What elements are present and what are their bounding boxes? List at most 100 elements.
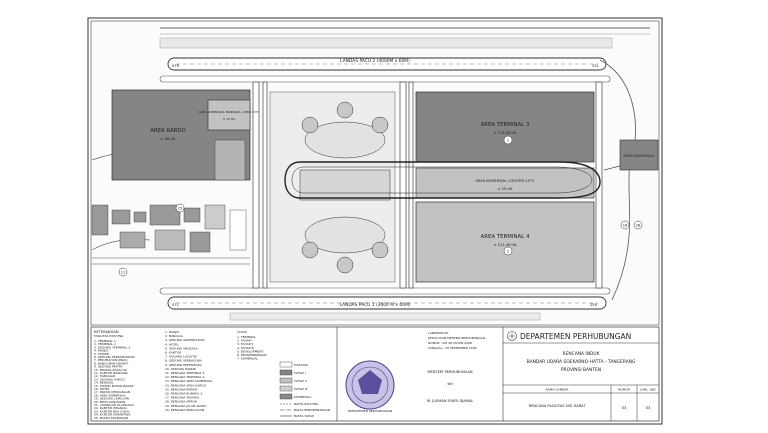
decree-line-2: KEPUTUSAN MENTERI PERHUBUNGAN <box>428 336 485 340</box>
col-header-jumlah: JUML. LBR <box>639 388 655 392</box>
north-runway-label: LANDAS PACU 2 (4000M x 60M) <box>340 58 410 64</box>
decree-line-4: TANGGAL : 26 SEPTEMBER 2008 <box>427 346 477 350</box>
province-name: PROVINSI BANTEN <box>561 367 601 373</box>
legend-item: 4. HOTEL <box>165 342 179 346</box>
svg-text:BATAS TAHAP: BATAS TAHAP <box>294 414 314 418</box>
legend-item: 3. TAHAP II <box>237 342 253 346</box>
legend-lines: BATAS EXISTING BATAS PENGEMBANGAN BATAS … <box>280 402 330 418</box>
area-terminal-3-label: AREA TERMINAL 3 <box>481 122 530 128</box>
runway-threshold-25R: 25R <box>590 303 598 307</box>
legend-item: 13. RENCANA AREA KOMERSIAL <box>165 379 213 383</box>
signature-ttd: ttd <box>447 382 452 386</box>
legend-item: 8. BANGUNAN GENSET <box>94 361 128 365</box>
legend-item: 6. KANTOR <box>165 351 181 355</box>
area-aero-city <box>207 99 251 131</box>
drawing-number: 03 <box>622 406 627 410</box>
seal-text: DEPARTEMEN PERHUBUNGAN <box>348 409 393 413</box>
legend-item: 11. KANTOR BANDARA <box>94 371 129 375</box>
svg-text:2: 2 <box>507 250 509 254</box>
minister-title: MENTERI PERHUBUNGAN <box>427 370 473 374</box>
legend-item: 9. GEDUNG PERTEMUAN <box>165 363 201 367</box>
legend-item: 18. RENCANA APRON <box>165 400 197 404</box>
col-header-nama-gambar: NAMA GAMBAR <box>545 388 568 392</box>
svg-text:1: 1 <box>507 139 509 143</box>
legend-item: 19. GEDUNG LAIN-LAIN <box>94 397 129 401</box>
legend-item: 10. PENGOLAHAN AIR <box>94 368 127 372</box>
area-komersial-east <box>619 139 659 171</box>
legend-col1: 1. TERMINAL 12. TERMINAL 23. GEDUNG TERM… <box>94 339 135 420</box>
legend-item: 2. TERMINAL 2 <box>94 342 116 346</box>
legend-item: 4. MASJID <box>94 349 109 353</box>
legend-item: 1. TERMINAL <box>237 335 256 339</box>
ministry-seal <box>345 360 395 410</box>
drawing-name: RENCANA FASILITAS SISI DARAT <box>529 404 587 408</box>
svg-text:16: 16 <box>623 224 628 228</box>
legend-item: 14. BENGKEL <box>94 381 114 385</box>
legend-item: 20. MESS KARYAWAN <box>94 400 125 404</box>
runway-threshold-07R: 07R <box>172 64 180 68</box>
decree-line-3: NOMOR : KM 48 TAHUN 2008 <box>428 341 472 345</box>
area-kargo-size: ± 56 HA <box>160 137 176 141</box>
legend-item: 12. HANGGAR <box>94 374 115 378</box>
area-terminal-3-size: ± 115,28 HA <box>493 131 517 135</box>
airport-name: BANDAR UDARA SOEKARNO-HATTA - TANGERANG <box>527 359 636 365</box>
circled-number-marker: 1 <box>503 135 513 145</box>
legend-item: 5. GEDUNG ANGKASA <box>165 346 199 350</box>
north-runway <box>159 57 611 83</box>
svg-text:KOMERSIAL: KOMERSIAL <box>294 395 312 399</box>
west-building-cluster <box>91 139 247 253</box>
south-strip <box>229 312 541 321</box>
legend-item: 2. BANGSAL <box>165 334 184 338</box>
legend-item: 20. RENCANA PERLUASAN <box>165 408 204 412</box>
svg-text:BATAS EXISTING: BATAS EXISTING <box>294 402 319 406</box>
legend-item: 18. AREA KOMERSIAL <box>94 393 126 397</box>
col-header-nomor: NOMOR <box>618 388 630 392</box>
area-aero-city-label: AREA KOMERSIAL BANDARA / AERO CITY <box>199 110 260 114</box>
runway-threshold-25L: 25L <box>592 64 599 68</box>
area-kargo-label: AREA KARGO <box>150 128 186 134</box>
legend-item: 6. PENGEMBANGAN <box>237 353 267 357</box>
area-terminal-3 <box>415 91 595 163</box>
legend-item: 5. DEVELOPMENT <box>237 349 263 353</box>
svg-text:EXISTING: EXISTING <box>294 363 309 367</box>
agency-name: DEPARTEMEN PERHUBUNGAN <box>520 332 631 341</box>
plan-title: RENCANA INDUK <box>563 351 600 357</box>
area-komersial-center-city <box>415 167 595 199</box>
legend-item: 9. GEDUNG PKP-PK <box>94 365 123 369</box>
area-komersial-center-city-label: AREA KOMERSIAL (CENTER CITY) <box>476 179 536 183</box>
minister-name: IR. JUSMAN SYAFII DJAMAL <box>427 399 474 403</box>
runway-threshold-07L: 07L <box>172 303 179 307</box>
legend-item: 14. RENCANA AREA KARGO <box>165 383 207 387</box>
legend-item: 24. KANTOR KARANTINA <box>94 413 131 417</box>
area-aero-city-size: ± 15 HA <box>223 117 236 121</box>
svg-text:TAHAP I: TAHAP I <box>293 371 306 375</box>
svg-text:BATAS PENGEMBANGAN: BATAS PENGEMBANGAN <box>294 408 330 412</box>
legend-swatches: EXISTING TAHAP I TAHAP II TAHAP III KOME… <box>279 361 312 400</box>
legend-item: 1. MASJID <box>165 330 180 334</box>
legend-item: 23. KANTOR BEA CUKAI <box>94 409 129 413</box>
legend-item: 19. RENCANA JALAN AKSES <box>165 404 206 408</box>
svg-text:15: 15 <box>178 207 183 211</box>
legend-item: 15. TANGKI BAHAN BAKAR <box>94 384 134 388</box>
legend-item: 16. RENCANA RUNWAY 3 <box>165 392 202 396</box>
legend-item: 17. PARKIR KENDARAAN <box>94 390 130 394</box>
legend-item: 3. GEDUNG TERMINAL 3 <box>94 345 130 349</box>
decree-line-1: LAMPIRAN KE- <box>428 331 449 335</box>
area-komersial-center-city-size: ± 25 HA <box>497 187 513 191</box>
legend-item: 11. RENCANA TERMINAL 3 <box>165 371 205 375</box>
area-terminal-4-label: AREA TERMINAL 4 <box>481 234 530 240</box>
south-runway-label: LANDAS PACU 1 (3600 M x 60M) <box>339 302 410 308</box>
south-runway <box>159 287 611 310</box>
svg-text:TAHAP III: TAHAP III <box>293 387 307 391</box>
legend-col1-header: FASILITAS EXISTING <box>94 334 124 338</box>
area-terminal-4-size: ± 121,48 HA <box>493 243 517 247</box>
legend-item: 13. GUDANG KARGO <box>94 377 125 381</box>
west-access-road <box>92 257 250 265</box>
area-komersial-east-label: AREA KOMERSIAL <box>623 154 655 158</box>
circled-number-marker: 2 <box>503 246 513 256</box>
svg-text:28: 28 <box>636 224 641 228</box>
legend-item: 16. HOTEL <box>94 387 110 391</box>
legend-col3-header: TAHAP <box>236 330 247 334</box>
